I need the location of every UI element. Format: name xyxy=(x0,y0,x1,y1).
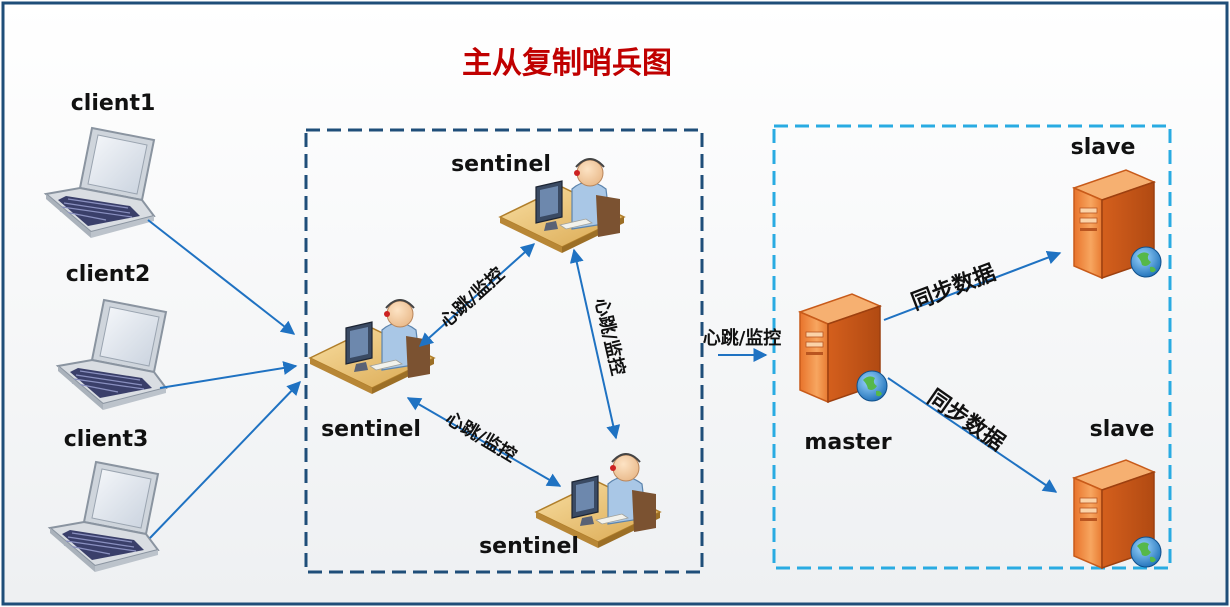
slave-bottom-server-icon xyxy=(1073,459,1162,569)
master-to-slave-bottom-arrow xyxy=(887,377,1058,493)
sentinel-group-box xyxy=(304,128,704,574)
sentinel-top-left-arrow xyxy=(418,243,536,347)
client3-arrow xyxy=(149,380,301,539)
client2-label: client2 xyxy=(66,262,151,287)
slave-top-server-icon xyxy=(1073,169,1162,279)
replication-group-box xyxy=(772,124,1172,570)
slave-top-label: slave xyxy=(1071,135,1136,160)
sentinel-top-label: sentinel xyxy=(451,152,551,177)
master-to-slave-top-arrow xyxy=(883,250,1062,321)
client3-label: client3 xyxy=(64,427,149,452)
master-label: master xyxy=(804,430,891,455)
sentinel-left-bottom-arrow xyxy=(406,397,562,487)
sentinel-left-label: sentinel xyxy=(321,417,421,442)
diagram-title: 主从复制哨兵图 xyxy=(462,46,672,81)
client1-arrow xyxy=(147,219,296,335)
sentinel-top-bottom-arrow xyxy=(569,248,621,440)
client2-arrow xyxy=(159,361,298,389)
master-server-icon xyxy=(799,293,888,403)
client1-label: client1 xyxy=(71,91,156,116)
slave-bottom-label: slave xyxy=(1090,417,1155,442)
edge-label-sentinel-master: 心跳/监控 xyxy=(703,327,782,349)
sentinel-bottom-label: sentinel xyxy=(479,534,579,559)
